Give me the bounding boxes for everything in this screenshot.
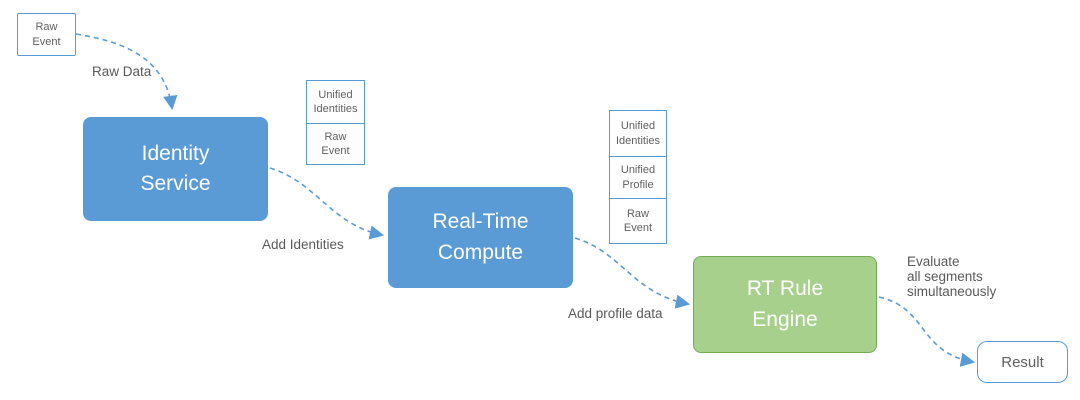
edge-label-add-profile-data: Add profile data	[568, 306, 663, 321]
node-result-label: Result	[1001, 353, 1044, 371]
stack-cell-raw-event: Raw Event	[610, 198, 666, 243]
stack-cell-unified-identities: Unified Identities	[307, 81, 364, 123]
edge-label-add-identities: Add Identities	[262, 237, 344, 252]
stack-cell-unified-profile: Unified Profile	[610, 156, 666, 198]
arrow-to-result	[878, 296, 976, 367]
stack-cell-unified-identities: Unified Identities	[610, 111, 666, 156]
node-real-time-compute-label: Real-Time Compute	[432, 210, 529, 264]
data-stack-after-compute: Unified Identities Unified Profile Raw E…	[609, 110, 667, 244]
stack-cell-label: Unified Identities	[615, 120, 661, 147]
arrow-add-profile-data	[574, 237, 691, 309]
stack-cell-raw-event: Raw Event	[307, 123, 364, 164]
stack-cell-label: Unified Profile	[620, 164, 656, 191]
edge-label-raw-data: Raw Data	[92, 64, 152, 79]
node-rt-rule-engine: RT Rule Engine	[693, 256, 877, 353]
node-raw-event-source: Raw Event	[17, 13, 76, 56]
arrow-raw-data	[75, 33, 178, 111]
arrow-add-identities	[269, 167, 385, 240]
node-rt-rule-engine-label: RT Rule Engine	[746, 277, 824, 331]
node-identity-service: Identity Service	[83, 117, 268, 221]
node-identity-service-label: Identity Service	[140, 141, 211, 195]
edge-label-evaluate: Evaluate all segments simultaneously	[907, 254, 997, 300]
node-raw-event-source-label: Raw Event	[32, 21, 61, 48]
stack-cell-label: Raw Event	[321, 130, 350, 157]
node-result: Result	[977, 341, 1068, 383]
stack-cell-label: Unified Identities	[313, 88, 358, 115]
stack-cell-label: Raw Event	[623, 207, 653, 234]
node-real-time-compute: Real-Time Compute	[388, 187, 573, 288]
data-stack-after-identity: Unified Identities Raw Event	[306, 80, 365, 165]
